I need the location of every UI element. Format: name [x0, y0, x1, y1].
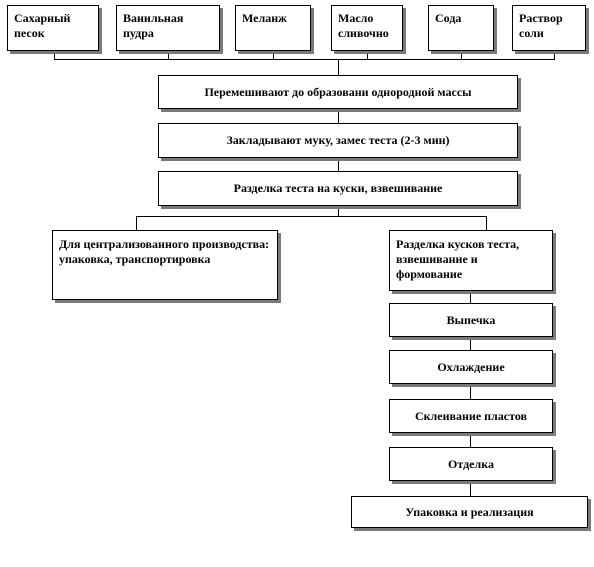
step-finishing: Отделка	[389, 447, 553, 481]
connector-branch-bus	[136, 216, 486, 217]
branch-centralized: Для централизованного производства: упак…	[52, 230, 278, 300]
connector-flour-divide	[338, 158, 339, 171]
connector-finishing-packing	[470, 481, 471, 496]
connector-bus-top	[54, 59, 555, 60]
ingredient-melange: Меланж	[235, 5, 311, 51]
connector-ing-2	[168, 51, 169, 60]
step-gluing: Склеивание пластов	[389, 399, 553, 433]
connector-branch-left	[136, 216, 137, 230]
step-cooling: Охлаждение	[389, 350, 553, 384]
connector-to-mix	[338, 59, 339, 75]
step-packing: Упаковка и реализация	[351, 496, 588, 528]
connector-mix-flour	[338, 109, 339, 123]
ingredient-soda: Сода	[428, 5, 494, 51]
connector-ing-6	[554, 51, 555, 60]
ingredient-salt-solution: Раствор соли	[512, 5, 586, 51]
connector-cooling-gluing	[470, 384, 471, 399]
step-baking: Выпечка	[389, 303, 553, 337]
step-mix: Перемешивают до образовани однородной ма…	[158, 75, 518, 109]
connector-divide-down	[338, 206, 339, 217]
step-divide: Разделка теста на куски, взвешивание	[158, 171, 518, 206]
connector-ing-1	[54, 51, 55, 60]
step-add-flour: Закладывают муку, замес теста (2-3 мин)	[158, 123, 518, 158]
connector-gluing-finishing	[470, 433, 471, 447]
connector-ing-4	[367, 51, 368, 60]
connector-shaping-baking	[470, 291, 471, 303]
connector-baking-cooling	[470, 337, 471, 350]
step-shaping: Разделка кусков теста, взвешивание и фор…	[389, 230, 553, 291]
connector-branch-right	[486, 216, 487, 230]
ingredient-sugar: Сахарный песок	[7, 5, 99, 51]
ingredient-butter: Масло сливочно	[331, 5, 403, 51]
connector-ing-3	[273, 51, 274, 60]
connector-ing-5	[461, 51, 462, 60]
ingredient-vanilla: Ванильная пудра	[116, 5, 220, 51]
